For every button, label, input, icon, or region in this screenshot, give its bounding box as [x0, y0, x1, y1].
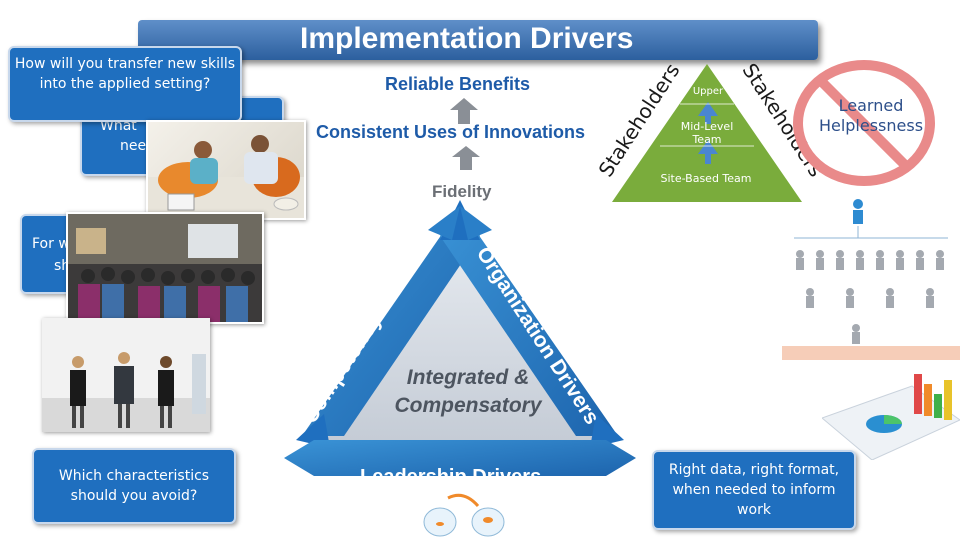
question-for-who-text-1: For w	[32, 236, 70, 252]
stakeholder-pyramid	[612, 64, 802, 202]
fidelity-label: Fidelity	[432, 182, 492, 201]
right-data-text: Right data, right format, when needed to…	[668, 462, 840, 518]
implementation-triangle	[284, 200, 636, 476]
question-box-right-data: Right data, right format, when needed to…	[652, 450, 856, 530]
site-based-team-label: Site-Based Team	[660, 172, 752, 185]
leadership-drivers-label: Leadership Drivers	[360, 466, 542, 488]
title-banner	[138, 20, 818, 60]
mid-level-team-label: Mid-Level Team	[680, 120, 734, 146]
org-chart-graphic	[782, 199, 960, 360]
learned-helplessness-label: Learned Helplessness	[818, 96, 924, 135]
waiting-people-photo	[42, 318, 210, 432]
question-box-avoid: Which characteristics should you avoid?	[32, 448, 236, 524]
no-sign-icon	[793, 60, 935, 186]
question-box-transfer: How will you transfer new skills into th…	[8, 46, 242, 122]
question-needs-text-1: What	[100, 118, 137, 134]
question-avoid-text: Which characteristics should you avoid?	[58, 468, 210, 504]
consistent-uses-label: Consistent Uses of Innovations	[316, 122, 586, 142]
upper-level-label: Upper	[692, 86, 724, 97]
up-arrow-icon	[452, 146, 480, 170]
data-charts-graphic	[822, 374, 960, 460]
meeting-photo	[146, 120, 306, 220]
question-needs-text-2: nee	[120, 138, 147, 154]
up-arrow-icon	[450, 98, 478, 124]
training-room-photo	[66, 212, 264, 324]
integrated-compensatory-label: Integrated & Compensatory	[394, 366, 542, 417]
fishbowl-graphic	[423, 493, 505, 537]
reliable-benefits-label: Reliable Benefits	[385, 74, 531, 94]
page-title: Implementation Drivers	[300, 22, 634, 55]
question-transfer-text: How will you transfer new skills into th…	[14, 56, 236, 92]
